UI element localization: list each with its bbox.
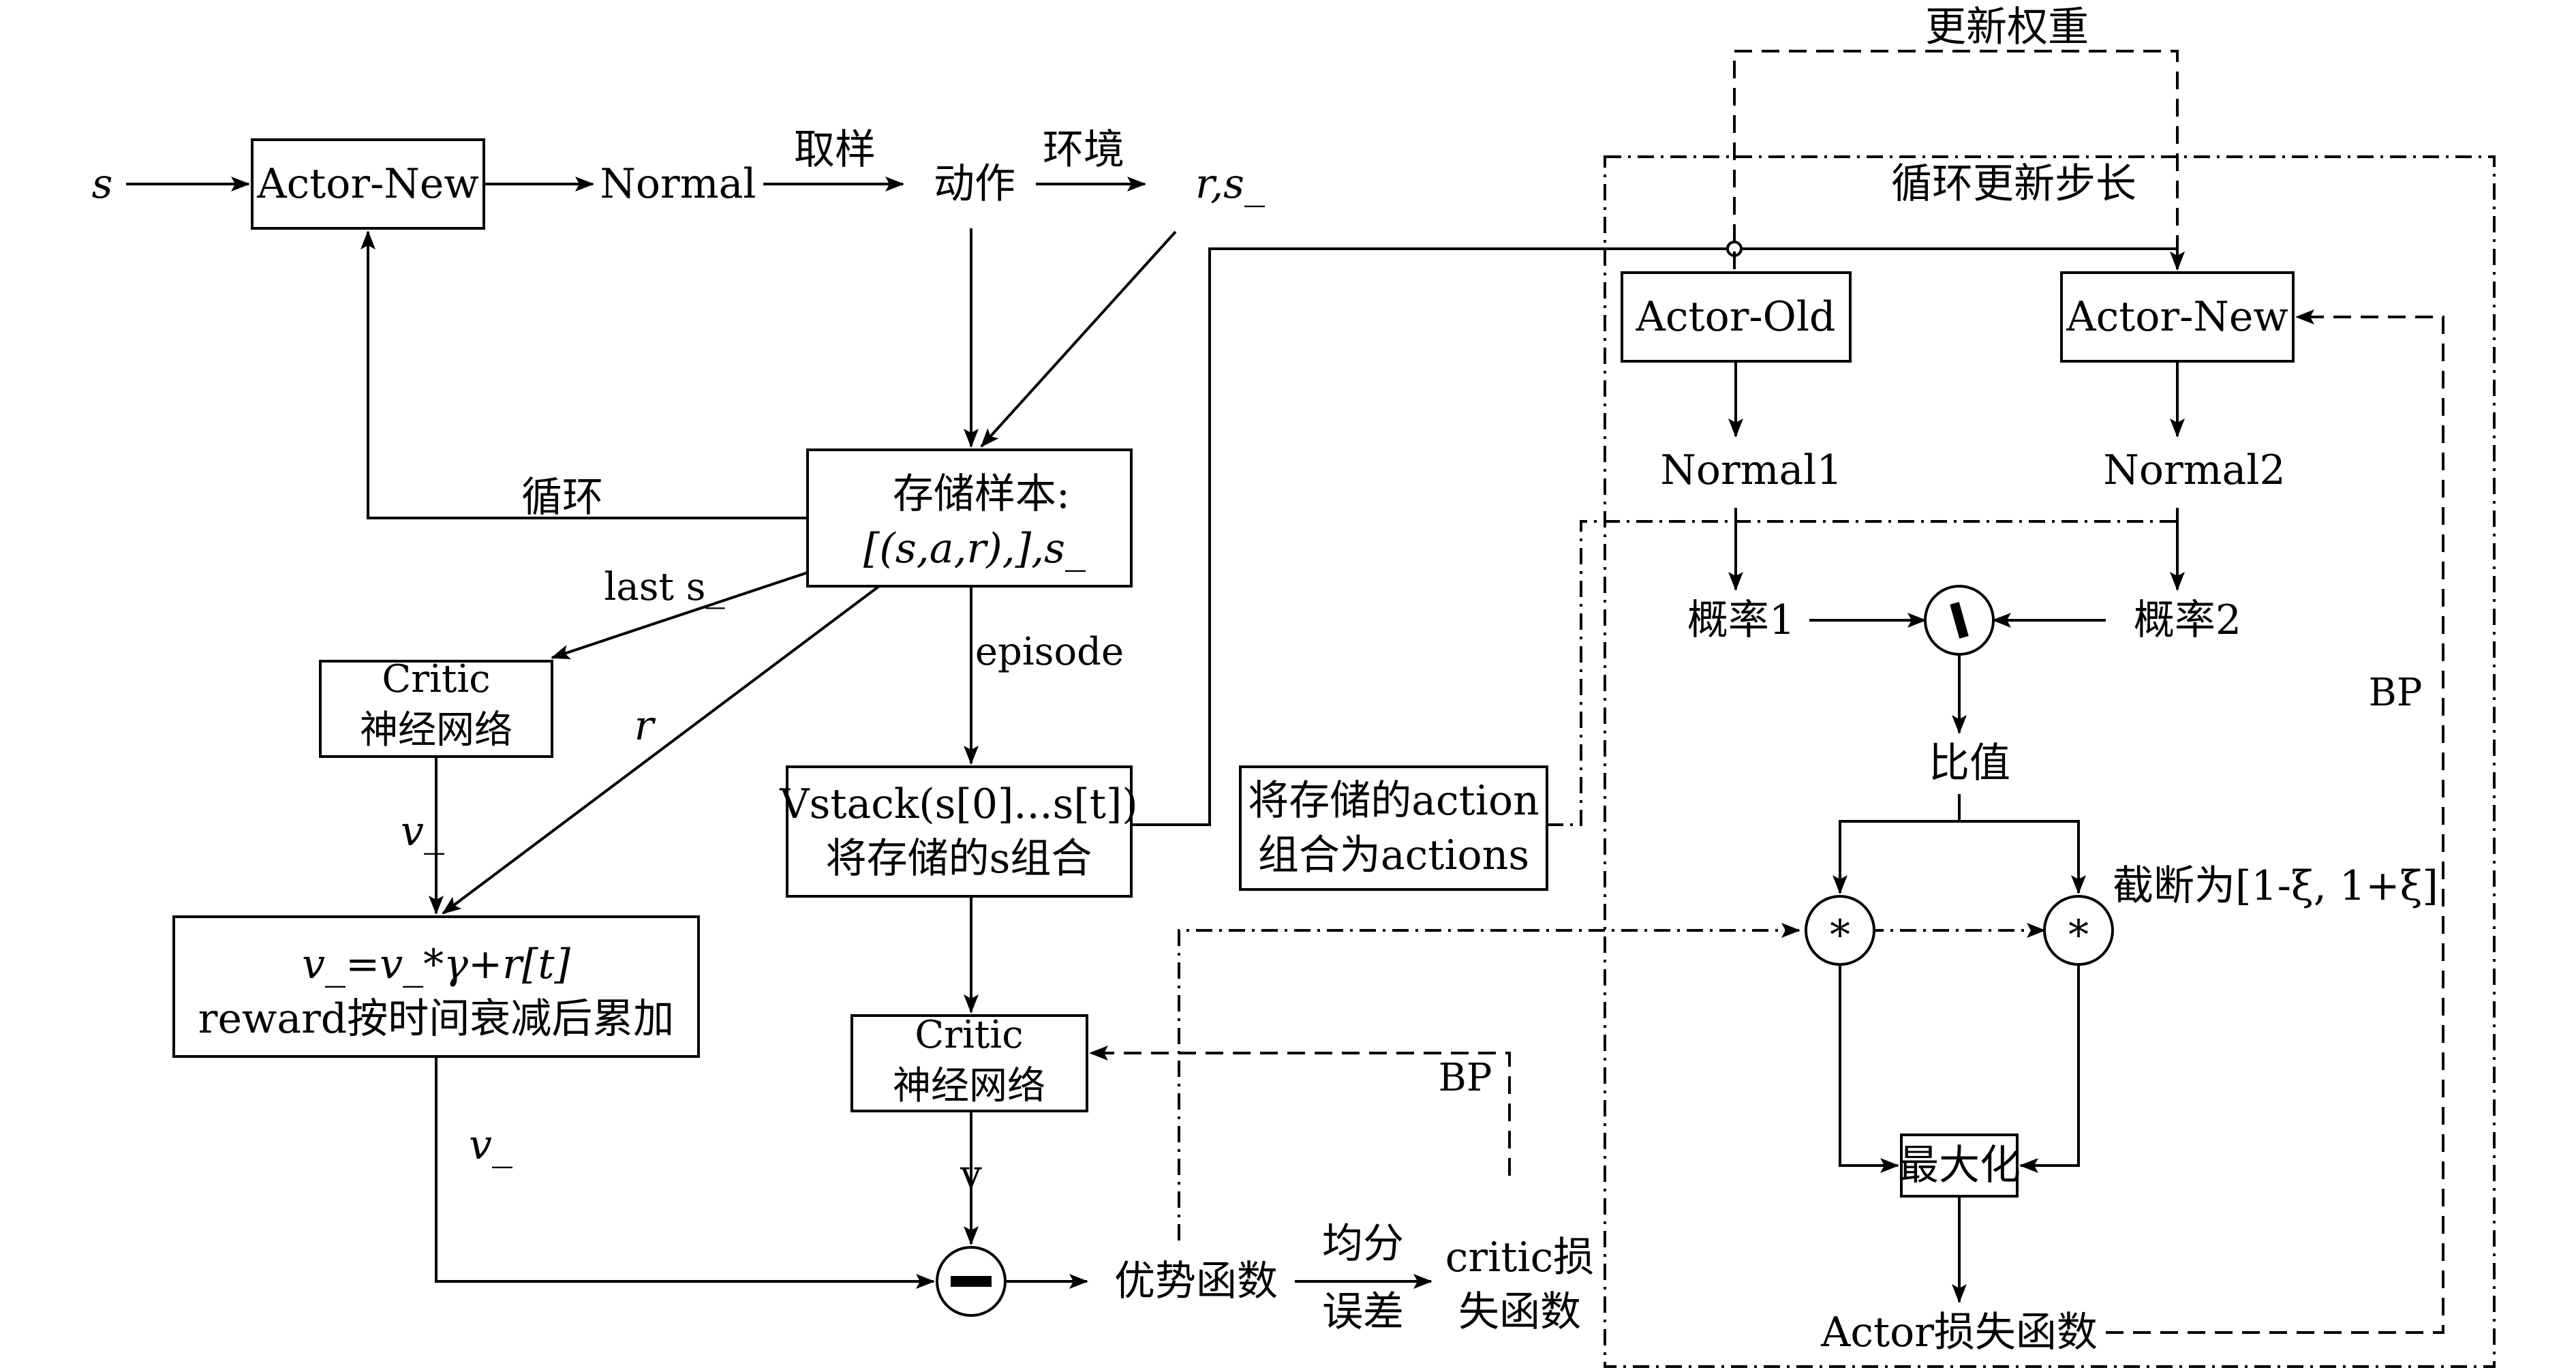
actor-new-right-label: Actor-New	[2066, 293, 2288, 341]
store-sample-line2: [(s,a,r),],s_	[863, 525, 1086, 573]
arrow-rs-to-store	[980, 230, 1177, 448]
critic-top-line2: 神经网络	[360, 708, 512, 752]
normal1-label: Normal1	[1660, 446, 1842, 494]
update-weights-line	[1733, 50, 2185, 271]
line-mult-left-to-max	[1839, 964, 1899, 1173]
critic-mid-box	[850, 1014, 1088, 1112]
critic-top-line1: Critic	[382, 657, 490, 701]
mse-line1: 均分	[1322, 1220, 1404, 1268]
env-label: 环境	[1043, 126, 1124, 174]
bp-mid-line	[1089, 1046, 1511, 1176]
action-combine-line2: 组合为actions	[1258, 832, 1529, 879]
arrow-store-r-to-vupdate	[442, 585, 880, 915]
episode-label: episode	[975, 630, 1124, 674]
actor-new-left-label: Actor-New	[256, 160, 479, 208]
v-label-bottom: v_	[469, 1121, 512, 1169]
mse-line2: 误差	[1322, 1288, 1404, 1336]
last-s-label: last s_	[604, 565, 724, 609]
critic-loss-line1: critic损	[1445, 1234, 1594, 1281]
line-ratio-split-right	[1959, 820, 2086, 894]
loop-step-label: 循环更新步长	[1891, 160, 2136, 208]
actor-old-label: Actor-Old	[1636, 293, 1836, 341]
maximize-label: 最大化	[1898, 1142, 2021, 1189]
line-mult-right-to-max	[2019, 964, 2080, 1173]
action-label: 动作	[934, 160, 1015, 208]
critic-mid-line2: 神经网络	[893, 1064, 1045, 1108]
vstack-box	[786, 765, 1133, 898]
critic-loss-line2: 失函数	[1458, 1288, 1581, 1336]
minus-sign	[951, 1276, 992, 1287]
sample-label: 取样	[794, 126, 876, 174]
v-update-line1: v_=v_*γ+r[t]	[302, 941, 570, 988]
r-s-label: r,s_	[1195, 160, 1265, 208]
prob2-label: 概率2	[2134, 596, 2241, 644]
loop-step-frame	[1604, 155, 2496, 1368]
input-s: s	[92, 160, 113, 208]
clip-label: 截断为[1-ξ, 1+ξ]	[2113, 862, 2438, 910]
update-weights-label: 更新权重	[1925, 3, 2089, 51]
r-label: r	[634, 702, 656, 750]
ratio-label: 比值	[1929, 740, 2010, 787]
arrow-vupdate-to-minus	[435, 1056, 935, 1289]
mult-sign-right: *	[2068, 911, 2089, 959]
line-ratio-split	[1833, 794, 1961, 894]
prob1-label: 概率1	[1687, 596, 1795, 644]
normal-left: Normal	[600, 160, 756, 208]
bp-mid-label: BP	[1439, 1056, 1492, 1100]
bp-right-line	[2106, 309, 2444, 1334]
v-small: v	[960, 1153, 982, 1197]
loop-label: 循环	[521, 474, 603, 521]
actor-loss-label: Actor损失函数	[1820, 1309, 2098, 1356]
maximize-box	[1900, 1133, 2019, 1198]
loop-line	[361, 230, 808, 519]
store-sample-line1: 存储样本:	[893, 470, 1070, 518]
advantage-label: 优势函数	[1114, 1258, 1278, 1305]
v-label-top: v_	[401, 808, 444, 855]
action-combine-box	[1239, 765, 1548, 891]
arrow-store-to-critic-top	[551, 571, 808, 660]
line-actions-to-normals	[1547, 520, 2177, 826]
action-combine-line1: 将存储的action	[1248, 777, 1539, 825]
normal2-label: Normal2	[2103, 446, 2285, 494]
line-advantage-to-mult	[1178, 923, 1800, 1240]
mult-sign-left: *	[1830, 911, 1850, 959]
vstack-line1: Vstack(s[0]...s[t])	[779, 780, 1138, 828]
v-update-line2: reward按时间衰减后累加	[198, 995, 674, 1043]
divide-sign	[1950, 602, 1969, 639]
critic-mid-line1: Critic	[915, 1013, 1023, 1057]
bp-right-label: BP	[2369, 671, 2423, 715]
vstack-line2: 将存储的s组合	[826, 835, 1092, 883]
critic-top-box	[319, 660, 553, 758]
